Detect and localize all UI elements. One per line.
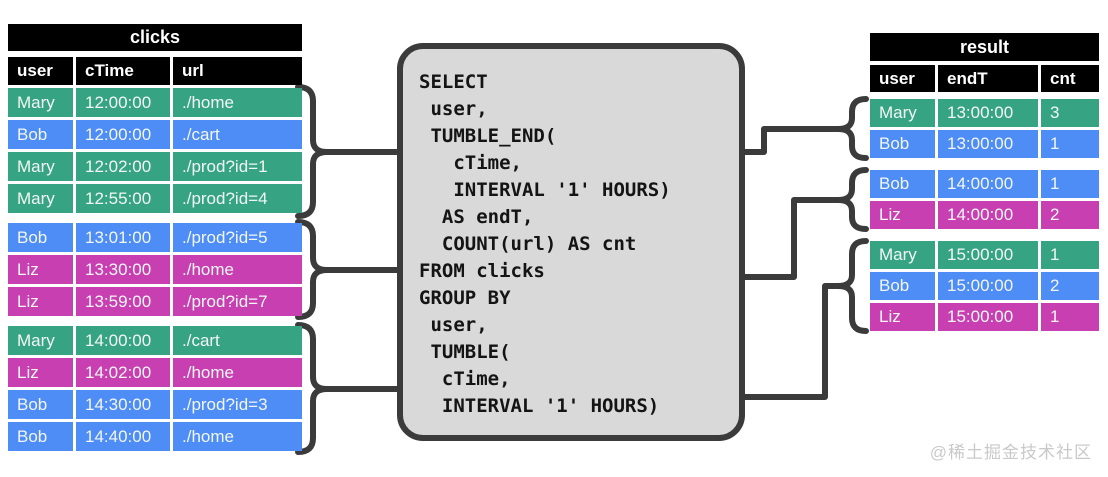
- cell-user: Mary: [8, 88, 73, 117]
- cell-user: Mary: [870, 241, 935, 269]
- cell-url: ./prod?id=3: [173, 390, 302, 419]
- cell-endT: 14:00:00: [938, 201, 1038, 229]
- cell-cTime: 13:01:00: [76, 223, 170, 252]
- clicks-group2-brace: [295, 219, 330, 320]
- cell-cTime: 13:30:00: [76, 255, 170, 284]
- cell-url: ./cart: [173, 120, 302, 149]
- cell-user: Mary: [870, 99, 935, 127]
- cell-user: Bob: [870, 170, 935, 198]
- cell-user: Bob: [8, 422, 73, 451]
- cell-url: ./prod?id=1: [173, 152, 302, 181]
- cell-user: Liz: [870, 303, 935, 331]
- cell-cTime: 13:59:00: [76, 287, 170, 316]
- cell-cnt: 1: [1041, 241, 1099, 269]
- watermark: @稀土掘金技术社区: [929, 443, 1092, 462]
- cell-user: Mary: [8, 326, 73, 355]
- column-header-endT: endT: [938, 65, 1038, 92]
- result-group3-connector: [739, 283, 841, 400]
- cell-user: Bob: [8, 223, 73, 252]
- cell-cnt: 1: [1041, 303, 1099, 331]
- cell-cTime: 12:55:00: [76, 184, 170, 213]
- column-header-user: user: [870, 65, 935, 92]
- cell-url: ./home: [173, 422, 302, 451]
- clicks-group3-brace: [295, 322, 330, 455]
- cell-endT: 14:00:00: [938, 170, 1038, 198]
- cell-cnt: 1: [1041, 170, 1099, 198]
- clicks-group1-brace: [295, 84, 330, 219]
- column-header-url: url: [173, 57, 302, 85]
- cell-user: Liz: [8, 358, 73, 387]
- cell-endT: 15:00:00: [938, 241, 1038, 269]
- cell-user: Liz: [8, 255, 73, 284]
- cell-cTime: 14:02:00: [76, 358, 170, 387]
- cell-url: ./home: [173, 358, 302, 387]
- cell-user: Bob: [870, 272, 935, 300]
- result-group1-brace: [835, 96, 869, 161]
- cell-url: ./home: [173, 255, 302, 284]
- sql-query-box: SELECT user, TUMBLE_END( cTime, INTERVAL…: [397, 43, 745, 441]
- cell-url: ./cart: [173, 326, 302, 355]
- cell-user: Liz: [8, 287, 73, 316]
- cell-endT: 15:00:00: [938, 272, 1038, 300]
- column-header-cTime: cTime: [76, 57, 170, 85]
- result-group2-brace: [835, 167, 869, 232]
- sql-code: SELECT user, TUMBLE_END( cTime, INTERVAL…: [419, 71, 671, 417]
- cell-endT: 13:00:00: [938, 99, 1038, 127]
- cell-cnt: 3: [1041, 99, 1099, 127]
- cell-cTime: 14:00:00: [76, 326, 170, 355]
- cell-cnt: 2: [1041, 201, 1099, 229]
- column-header-cnt: cnt: [1041, 65, 1099, 92]
- cell-cTime: 14:30:00: [76, 390, 170, 419]
- cell-cTime: 14:40:00: [76, 422, 170, 451]
- cell-user: Mary: [8, 152, 73, 181]
- cell-cTime: 12:00:00: [76, 120, 170, 149]
- clicks-table-title: clicks: [8, 24, 302, 51]
- result-group3-brace: [835, 238, 869, 334]
- cell-user: Bob: [8, 390, 73, 419]
- cell-user: Bob: [8, 120, 73, 149]
- cell-url: ./prod?id=5: [173, 223, 302, 252]
- cell-url: ./home: [173, 88, 302, 117]
- cell-user: Liz: [870, 201, 935, 229]
- cell-endT: 13:00:00: [938, 130, 1038, 158]
- cell-cTime: 12:02:00: [76, 152, 170, 181]
- cell-endT: 15:00:00: [938, 303, 1038, 331]
- result-group2-connector: [739, 197, 841, 280]
- cell-user: Mary: [8, 184, 73, 213]
- cell-cnt: 1: [1041, 130, 1099, 158]
- cell-url: ./prod?id=4: [173, 184, 302, 213]
- cell-cnt: 2: [1041, 272, 1099, 300]
- result-table-title: result: [870, 33, 1099, 61]
- cell-cTime: 12:00:00: [76, 88, 170, 117]
- cell-url: ./prod?id=7: [173, 287, 302, 316]
- column-header-user: user: [8, 57, 73, 85]
- result-group1-connector: [739, 126, 841, 155]
- cell-user: Bob: [870, 130, 935, 158]
